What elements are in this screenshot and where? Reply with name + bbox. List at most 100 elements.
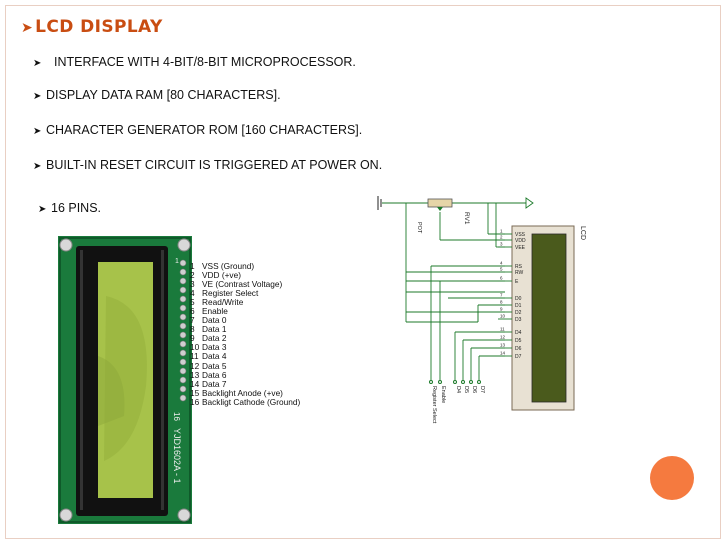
pin-list-item: 8 Data 1 [190, 325, 300, 334]
pin-label: Data 0 [202, 315, 227, 326]
pin-1-marker: 1 [175, 258, 179, 265]
pin-number: 5 [190, 297, 195, 308]
pin-label: Data 1 [202, 324, 227, 335]
arrow-bullet-icon: ➤ [33, 161, 42, 172]
mount-hole [177, 238, 191, 252]
schematic-pin-number: 8 [500, 300, 503, 305]
schematic-pin-name: D6 [515, 346, 522, 352]
net-terminal [453, 380, 457, 384]
bullet-text: INTERFACE WITH 4-BIT/8-BIT MICROPROCESSO… [54, 55, 356, 69]
schematic-pin-number: 4 [500, 261, 503, 266]
pot-label: POT [416, 222, 422, 234]
pin-label: Backligt Cathode (Ground) [202, 396, 301, 407]
pin-label: Data 5 [202, 360, 227, 371]
wiper-arrow-icon [437, 207, 443, 211]
pin-number: 7 [190, 315, 195, 326]
net-label: D5 [463, 386, 469, 393]
potentiometer-symbol [427, 198, 453, 208]
net-label: D6 [471, 386, 477, 393]
slide-title: ➤LCD DISPLAY [21, 17, 163, 37]
pin-label: VE (Contrast Voltage) [202, 279, 283, 290]
schematic-pin-name: RS [515, 264, 523, 270]
net-terminal [469, 380, 473, 384]
bullet-item: ➤ 16 PINS. [38, 201, 101, 215]
pin-label: Data 7 [202, 378, 227, 389]
pin-label: Data 4 [202, 351, 227, 362]
lcd-component-label: LCD [579, 226, 586, 240]
pin-number: 12 [190, 360, 200, 371]
pin-label: Register Select [202, 288, 259, 299]
lcd-component-screen [531, 233, 567, 403]
pin-label: VSS (Ground) [202, 261, 255, 271]
net-label: Enable [440, 386, 446, 403]
pin-number: 11 [190, 351, 199, 362]
pin-number: 10 [190, 342, 200, 353]
schematic-pin-number: 10 [500, 314, 506, 319]
bullet-item: ➤ DISPLAY DATA RAM [80 CHARACTERS]. [33, 88, 281, 102]
arrow-bullet-icon: ➤ [33, 126, 42, 137]
pin-list-item: 4 Register Select [190, 289, 300, 298]
pin-label: Data 6 [202, 369, 227, 380]
mount-hole [59, 508, 73, 522]
pin-number: 4 [190, 288, 195, 299]
schematic-pin-number: 3 [500, 242, 503, 247]
rv-label: RV1 [463, 212, 470, 225]
bullet-item: ➤ CHARACTER GENERATOR ROM [160 CHARACTERS… [33, 123, 362, 137]
pin-list-item: 7 Data 0 [190, 316, 300, 325]
schematic-pin-name: D1 [515, 303, 522, 309]
bullet-text: CHARACTER GENERATOR ROM [160 CHARACTERS]… [46, 123, 363, 137]
arrow-bullet-icon: ➤ [33, 91, 42, 102]
schematic-pin-name: D2 [515, 310, 522, 316]
schematic-pin-number: 12 [500, 335, 506, 340]
pin-number: 16 [190, 396, 200, 407]
schematic-pin-number: 5 [500, 267, 503, 272]
mount-hole [177, 508, 191, 522]
schematic-pin-number: 13 [500, 343, 506, 348]
schematic-pin-name: D4 [515, 330, 522, 336]
pin-label: Data 2 [202, 333, 227, 344]
pin-16-marker: 16 [172, 412, 181, 421]
lcd-schematic: POT RV1 LCD 1VSS2VDD3VEE4RS5RW6E7D08D19D… [377, 196, 586, 424]
bullet-text: DISPLAY DATA RAM [80 CHARACTERS]. [46, 88, 281, 102]
schematic-pin-number: 6 [500, 276, 503, 281]
pin-number: 15 [190, 387, 200, 398]
mount-hole [59, 238, 73, 252]
schematic-pin-name: D5 [515, 338, 522, 344]
schematic-pin-name: D0 [515, 296, 522, 302]
pin-list-item: 5 Read/Write [190, 298, 300, 307]
schematic-pin-name: D3 [515, 317, 522, 323]
bullet-item: ➤ BUILT-IN RESET CIRCUIT IS TRIGGERED AT … [33, 158, 382, 172]
pin-number: 9 [190, 333, 195, 344]
pin-label: Read/Write [202, 297, 244, 308]
pin-number: 6 [190, 306, 195, 317]
power-terminal-icon [525, 197, 534, 209]
net-terminal [438, 380, 442, 384]
schematic-pin-number: 2 [500, 235, 503, 240]
pin-label: Data 3 [202, 342, 227, 353]
decorative-circle [650, 456, 694, 500]
schematic-pin-number: 11 [500, 327, 505, 332]
arrow-bullet-icon: ➤ [38, 204, 47, 215]
bullet-text: BUILT-IN RESET CIRCUIT IS TRIGGERED AT P… [46, 158, 383, 172]
pin-label: Backlight Anode (+ve) [202, 387, 283, 398]
schematic-pin-name: D7 [515, 354, 522, 360]
module-model-text: YJD1602A - 1 [172, 428, 182, 484]
schematic-pin-rows: 1VSS2VDD3VEE4RS5RW6E7D08D19D210D311D412D… [498, 229, 526, 360]
arrow-bullet-icon: ➤ [33, 58, 42, 69]
schematic-pin-name: RW [515, 270, 524, 276]
bullet-text: 16 PINS. [51, 201, 102, 215]
net-terminal [461, 380, 465, 384]
slide-frame [5, 5, 721, 539]
pin-number: 8 [190, 324, 195, 335]
net-label: D7 [479, 386, 485, 393]
schematic-pin-name: E [515, 279, 519, 285]
